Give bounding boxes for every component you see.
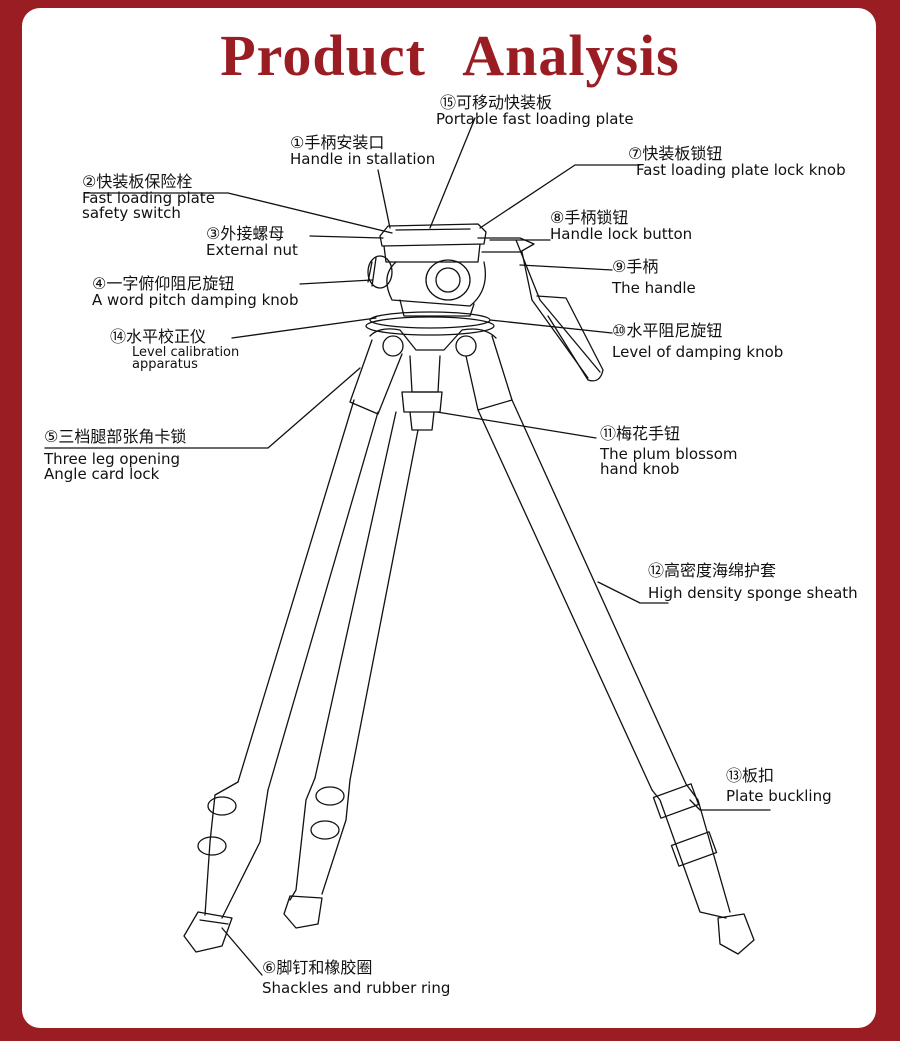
label-10-cn: ⑩水平阻尼旋钮 — [612, 321, 723, 340]
label-shackles-rubber-ring: ⑥脚钉和橡胶圈 Shackles and rubber ring — [262, 958, 451, 997]
leader-line-13 — [689, 799, 771, 811]
label-6-cn: ⑥脚钉和橡胶圈 — [262, 958, 373, 977]
label-14-en: Level calibration — [132, 344, 240, 360]
leader-line-2 — [84, 192, 393, 234]
diagram-card — [22, 8, 876, 1028]
leader-line-1 — [377, 169, 391, 229]
label-4-cn: ④一字俯仰阻尼旋钮 — [92, 274, 235, 293]
leader-line-14 — [231, 317, 377, 339]
label-1-en: Handle in stallation — [290, 149, 436, 168]
label-14-cn: ⑭水平校正仪 — [110, 327, 207, 346]
label-plum-blossom-knob: ⑪梅花手钮 The plum blossom hand knob — [600, 424, 738, 478]
label-7-en: Fast loading plate lock knob — [636, 160, 846, 179]
label-pitch-damping-knob: ④一字俯仰阻尼旋钮 A word pitch damping knob — [92, 274, 299, 309]
leader-line-5 — [44, 367, 361, 449]
label-handle-installation: ①手柄安装口 Handle in stallation — [290, 133, 436, 168]
label-external-nut: ③外接螺母 External nut — [206, 224, 298, 259]
label-15-cn: ⑮可移动快装板 — [440, 93, 553, 112]
label-2-en2: safety switch — [82, 203, 181, 222]
label-5-en2: Angle card lock — [44, 464, 160, 483]
leader-line-6 — [221, 927, 263, 976]
leader-line-7 — [479, 164, 641, 229]
label-level-calibration: ⑭水平校正仪 Level calibration apparatus — [110, 327, 240, 373]
label-9-cn: ⑨手柄 — [612, 257, 659, 276]
label-15-en: Portable fast loading plate — [436, 109, 634, 128]
label-2-cn: ②快装板保险栓 — [82, 172, 193, 191]
label-11-en: The plum blossom — [600, 444, 738, 463]
leader-line-12 — [597, 581, 669, 604]
label-13-cn: ⑬板扣 — [726, 766, 775, 785]
label-10-en: Level of damping knob — [612, 342, 784, 361]
label-11-en2: hand knob — [600, 459, 680, 478]
label-9-en: The handle — [612, 278, 696, 297]
label-portable-plate: ⑮可移动快装板 Portable fast loading plate — [436, 93, 634, 128]
leader-line-9 — [519, 264, 613, 271]
label-leg-angle-lock: ⑤三档腿部张角卡锁 Three leg opening Angle card l… — [44, 427, 187, 483]
label-7-cn: ⑦快装板锁钮 — [628, 144, 723, 163]
label-level-damping-knob: ⑩水平阻尼旋钮 Level of damping knob — [612, 321, 784, 361]
label-sponge-sheath: ⑫高密度海绵护套 High density sponge sheath — [648, 561, 858, 602]
label-8-cn: ⑧手柄锁钮 — [550, 208, 629, 227]
leader-line-15 — [429, 117, 476, 229]
label-8-en: Handle lock button — [550, 224, 693, 243]
leader-line-3 — [309, 235, 384, 239]
label-5-en: Three leg opening — [44, 449, 181, 468]
label-3-cn: ③外接螺母 — [206, 224, 285, 243]
label-12-en: High density sponge sheath — [648, 583, 858, 602]
label-safety-switch: ②快装板保险栓 Fast loading plate safety switch — [82, 172, 215, 222]
label-13-en: Plate buckling — [726, 786, 832, 805]
label-5-cn: ⑤三档腿部张角卡锁 — [44, 427, 187, 446]
label-4-en: A word pitch damping knob — [92, 290, 299, 309]
label-12-cn: ⑫高密度海绵护套 — [648, 561, 777, 580]
label-11-cn: ⑪梅花手钮 — [600, 424, 681, 443]
label-2-en: Fast loading plate — [82, 188, 215, 207]
label-handle-lock-button: ⑧手柄锁钮 Handle lock button — [550, 208, 693, 243]
leader-line-4 — [299, 279, 373, 285]
label-handle: ⑨手柄 The handle — [612, 257, 696, 297]
label-6-en: Shackles and rubber ring — [262, 978, 451, 997]
label-14-en2: apparatus — [132, 357, 198, 373]
label-1-cn: ①手柄安装口 — [290, 133, 385, 152]
label-3-en: External nut — [206, 240, 298, 259]
leader-line-11 — [436, 411, 597, 439]
label-plate-buckling: ⑬板扣 Plate buckling — [726, 766, 832, 805]
page-title: Product Analysis — [220, 23, 680, 88]
label-plate-lock-knob: ⑦快装板锁钮 Fast loading plate lock knob — [628, 144, 846, 179]
